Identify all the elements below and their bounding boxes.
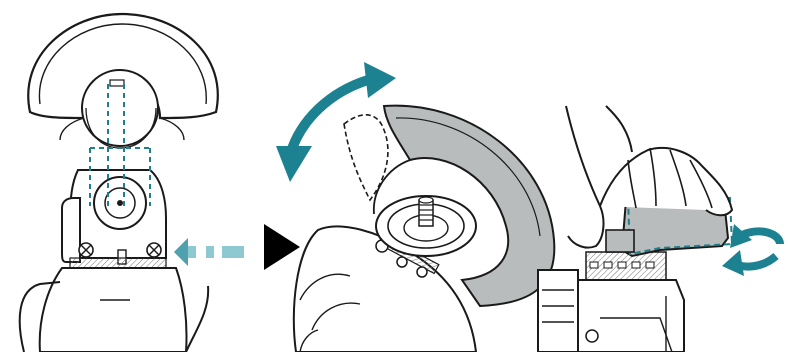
panel-2-rotate-guard bbox=[276, 62, 554, 352]
push-lever-icon bbox=[174, 238, 244, 266]
panel-1-align-guard bbox=[20, 14, 244, 352]
spindle-icon bbox=[376, 196, 476, 256]
guard-band-icon bbox=[82, 70, 158, 148]
tool-body-icon bbox=[538, 252, 684, 352]
previous-guard-outline bbox=[344, 115, 388, 200]
panel-3-adjust-angle bbox=[538, 106, 780, 352]
play-triangle-icon bbox=[264, 224, 300, 270]
tool-head-icon bbox=[20, 170, 208, 352]
rotate-arrow-icon bbox=[276, 62, 396, 182]
